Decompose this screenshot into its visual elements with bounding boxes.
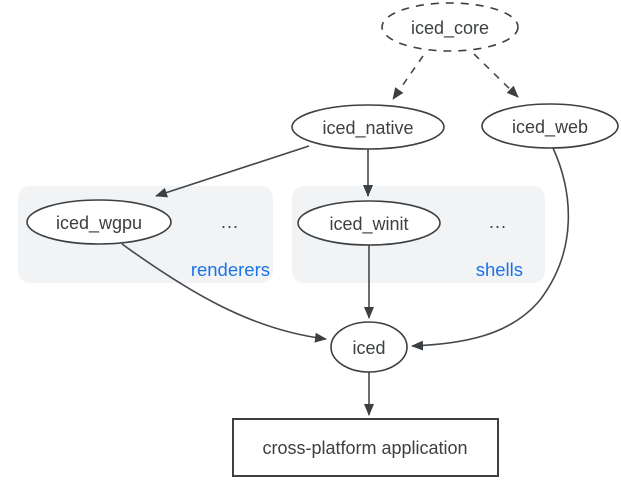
node-iced-wgpu-shape [26,199,172,245]
group-renderers-ellipsis: ... [221,212,239,232]
node-iced-winit-shape [297,200,441,246]
node-iced-native-label: iced_native [322,118,413,139]
node-iced-core-shape [381,2,519,52]
node-iced-winit-label: iced_winit [329,214,408,235]
edge-core-to-native [392,55,424,100]
edge-core-to-web [473,53,519,98]
node-iced-shape [330,321,408,373]
group-shells-ellipsis: ... [489,212,507,232]
edge-native-to-wgpu [155,145,310,198]
node-application-label: cross-platform application [262,438,467,458]
node-iced-label: iced [352,338,385,358]
edge-wgpu-to-iced [121,243,327,343]
node-iced-core-label: iced_core [411,18,489,39]
edge-web-to-iced [411,147,570,351]
node-iced-web-label: iced_web [512,117,588,138]
node-application-shape [232,418,499,477]
node-iced-wgpu-label: iced_wgpu [56,213,142,234]
group-renderers-label: renderers [191,259,270,280]
node-iced-native-shape [291,104,445,150]
group-shells-label: shells [476,259,523,280]
node-iced-web-shape [481,103,619,149]
